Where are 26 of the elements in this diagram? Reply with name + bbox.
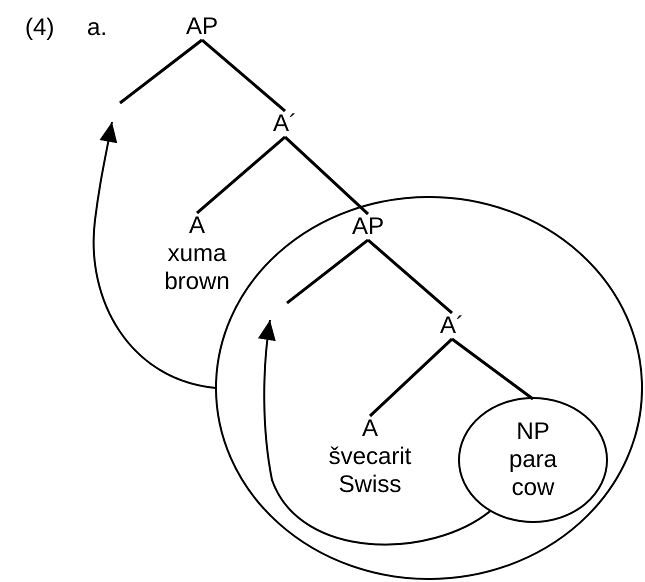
category-label: A [362,415,378,443]
movement-arrow [258,320,492,546]
tree-branch [451,338,534,400]
category-label: AP [186,13,218,41]
sub-example-letter: a. [87,14,108,42]
word-label: xuma [168,240,226,268]
tree-branch [196,136,286,214]
gloss-label: cow [512,474,554,502]
movement-arrow [92,122,216,389]
tree-branch [367,238,453,314]
word-label: para [508,446,558,474]
category-label: AP [352,213,384,241]
category-label: A´ [440,312,464,340]
tree-branch [286,238,369,304]
phrase-circle [458,397,608,523]
tree-branch [201,38,286,112]
gloss-label: Swiss [338,471,402,499]
tree-branch [284,136,370,216]
gloss-label: brown [164,268,230,296]
category-label: NP [516,418,550,446]
example-number: (4) [25,14,54,42]
tree-branch [368,338,454,418]
word-label: švecarit [328,443,412,471]
category-label: A [188,212,205,240]
tree-branch [119,38,203,104]
category-label: A´ [273,110,297,138]
